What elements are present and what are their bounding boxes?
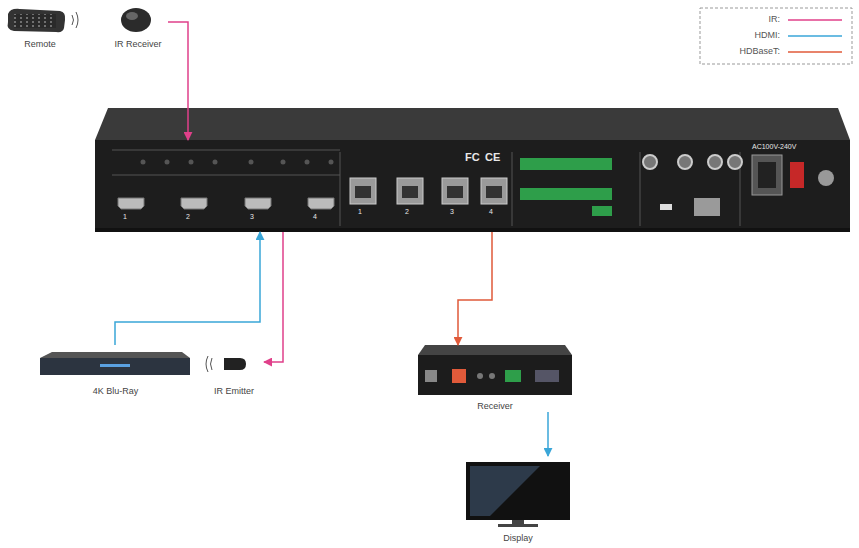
rj45-openings (355, 186, 502, 198)
legend-text: HDBaseT: (739, 46, 780, 57)
signal-cable (115, 232, 260, 345)
port-number: 2 (405, 207, 409, 217)
signal-cable (547, 412, 549, 456)
port-number: 3 (450, 207, 454, 217)
device-label: Remote (4, 39, 76, 50)
ir-emitter-icon (206, 356, 246, 372)
hdbaset-ports (350, 178, 507, 204)
receiver-icon (418, 345, 572, 395)
display-icon (466, 462, 570, 527)
bluray-player: 4K Blu-Ray (38, 345, 193, 397)
ir-receiver-device: IR Receiver (108, 4, 168, 50)
wireless-symbol (72, 12, 78, 28)
port-number: 4 (489, 207, 493, 217)
remote-icon (8, 9, 66, 32)
remote-device: Remote (4, 4, 76, 50)
device-label: IR Emitter (204, 386, 264, 397)
port-number: 1 (123, 212, 127, 222)
legend-line-sample (788, 19, 842, 21)
ir-jacks (141, 160, 334, 165)
port-number: 4 (313, 212, 317, 222)
device-label: Receiver (415, 401, 575, 412)
device-label: Display (460, 533, 576, 544)
legend-line-sample (788, 51, 842, 53)
hdbaset-receiver: Receiver (415, 345, 575, 412)
signal-cable (168, 22, 188, 140)
legend-box (700, 8, 852, 64)
certification-mark: FC (465, 152, 480, 162)
bluray-icon (40, 352, 190, 375)
device-label: IR Receiver (108, 39, 168, 50)
power-inlet (752, 155, 834, 195)
device-label: 4K Blu-Ray (38, 386, 193, 397)
bnc-connectors (643, 155, 742, 169)
ir-emitter-device: IR Emitter (204, 350, 264, 397)
signal-cable (458, 232, 492, 345)
matrix-panel: FC CE 1 2 3 4 1 2 3 4 AC100V-240V (95, 140, 850, 232)
ir-receiver-icon (121, 8, 151, 32)
signal-cable (264, 232, 283, 362)
display-device: Display (460, 456, 576, 544)
port-number: 3 (250, 212, 254, 222)
legend-line-sample (788, 35, 842, 37)
matrix-chassis (95, 108, 850, 232)
hdmi-inputs (118, 198, 334, 209)
port-number: 2 (186, 212, 190, 222)
certification-mark: CE (485, 152, 500, 162)
legend-text: IR: (768, 14, 780, 25)
power-rating: AC100V-240V (752, 142, 796, 152)
port-number: 1 (358, 207, 362, 217)
legend-text: HDMI: (755, 30, 781, 41)
